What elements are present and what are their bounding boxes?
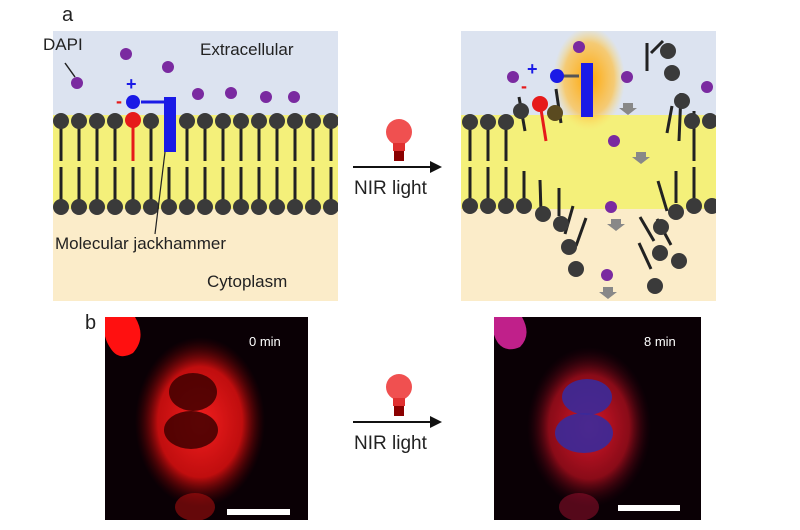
negative-charge-sign: - <box>116 91 122 111</box>
panel-a-letter: a <box>62 4 74 26</box>
cytoplasm-label: Cytoplasm <box>207 272 288 291</box>
timestamp-0-min: 0 min <box>249 334 281 349</box>
timestamp-8-min: 8 min <box>644 334 676 349</box>
panel-b-letter: b <box>85 312 97 334</box>
dapi-label: DAPI <box>43 35 83 54</box>
negative-charge-sign-after: - <box>521 76 527 96</box>
nir-light-label-b: NIR light <box>354 433 427 454</box>
membrane-disrupted-diagram: + - <box>461 31 716 301</box>
scale-bar-before <box>227 509 290 515</box>
positive-charge-sign-after: + <box>527 59 538 79</box>
membrane-intact-diagram: DAPI Extracellular + - Molecular jackham… <box>43 31 338 301</box>
jackhammer-label: Molecular jackhammer <box>55 234 226 253</box>
micrograph-8-min: 8 min <box>494 317 701 520</box>
nir-light-arrow-a: NIR light <box>350 110 450 210</box>
scale-bar-after <box>618 505 680 511</box>
extracellular-label: Extracellular <box>200 40 294 59</box>
nir-light-label-a: NIR light <box>354 178 427 199</box>
micrograph-0-min: 0 min <box>105 317 308 520</box>
positive-charge-sign: + <box>126 74 137 94</box>
nir-light-arrow-b: NIR light <box>350 365 450 465</box>
